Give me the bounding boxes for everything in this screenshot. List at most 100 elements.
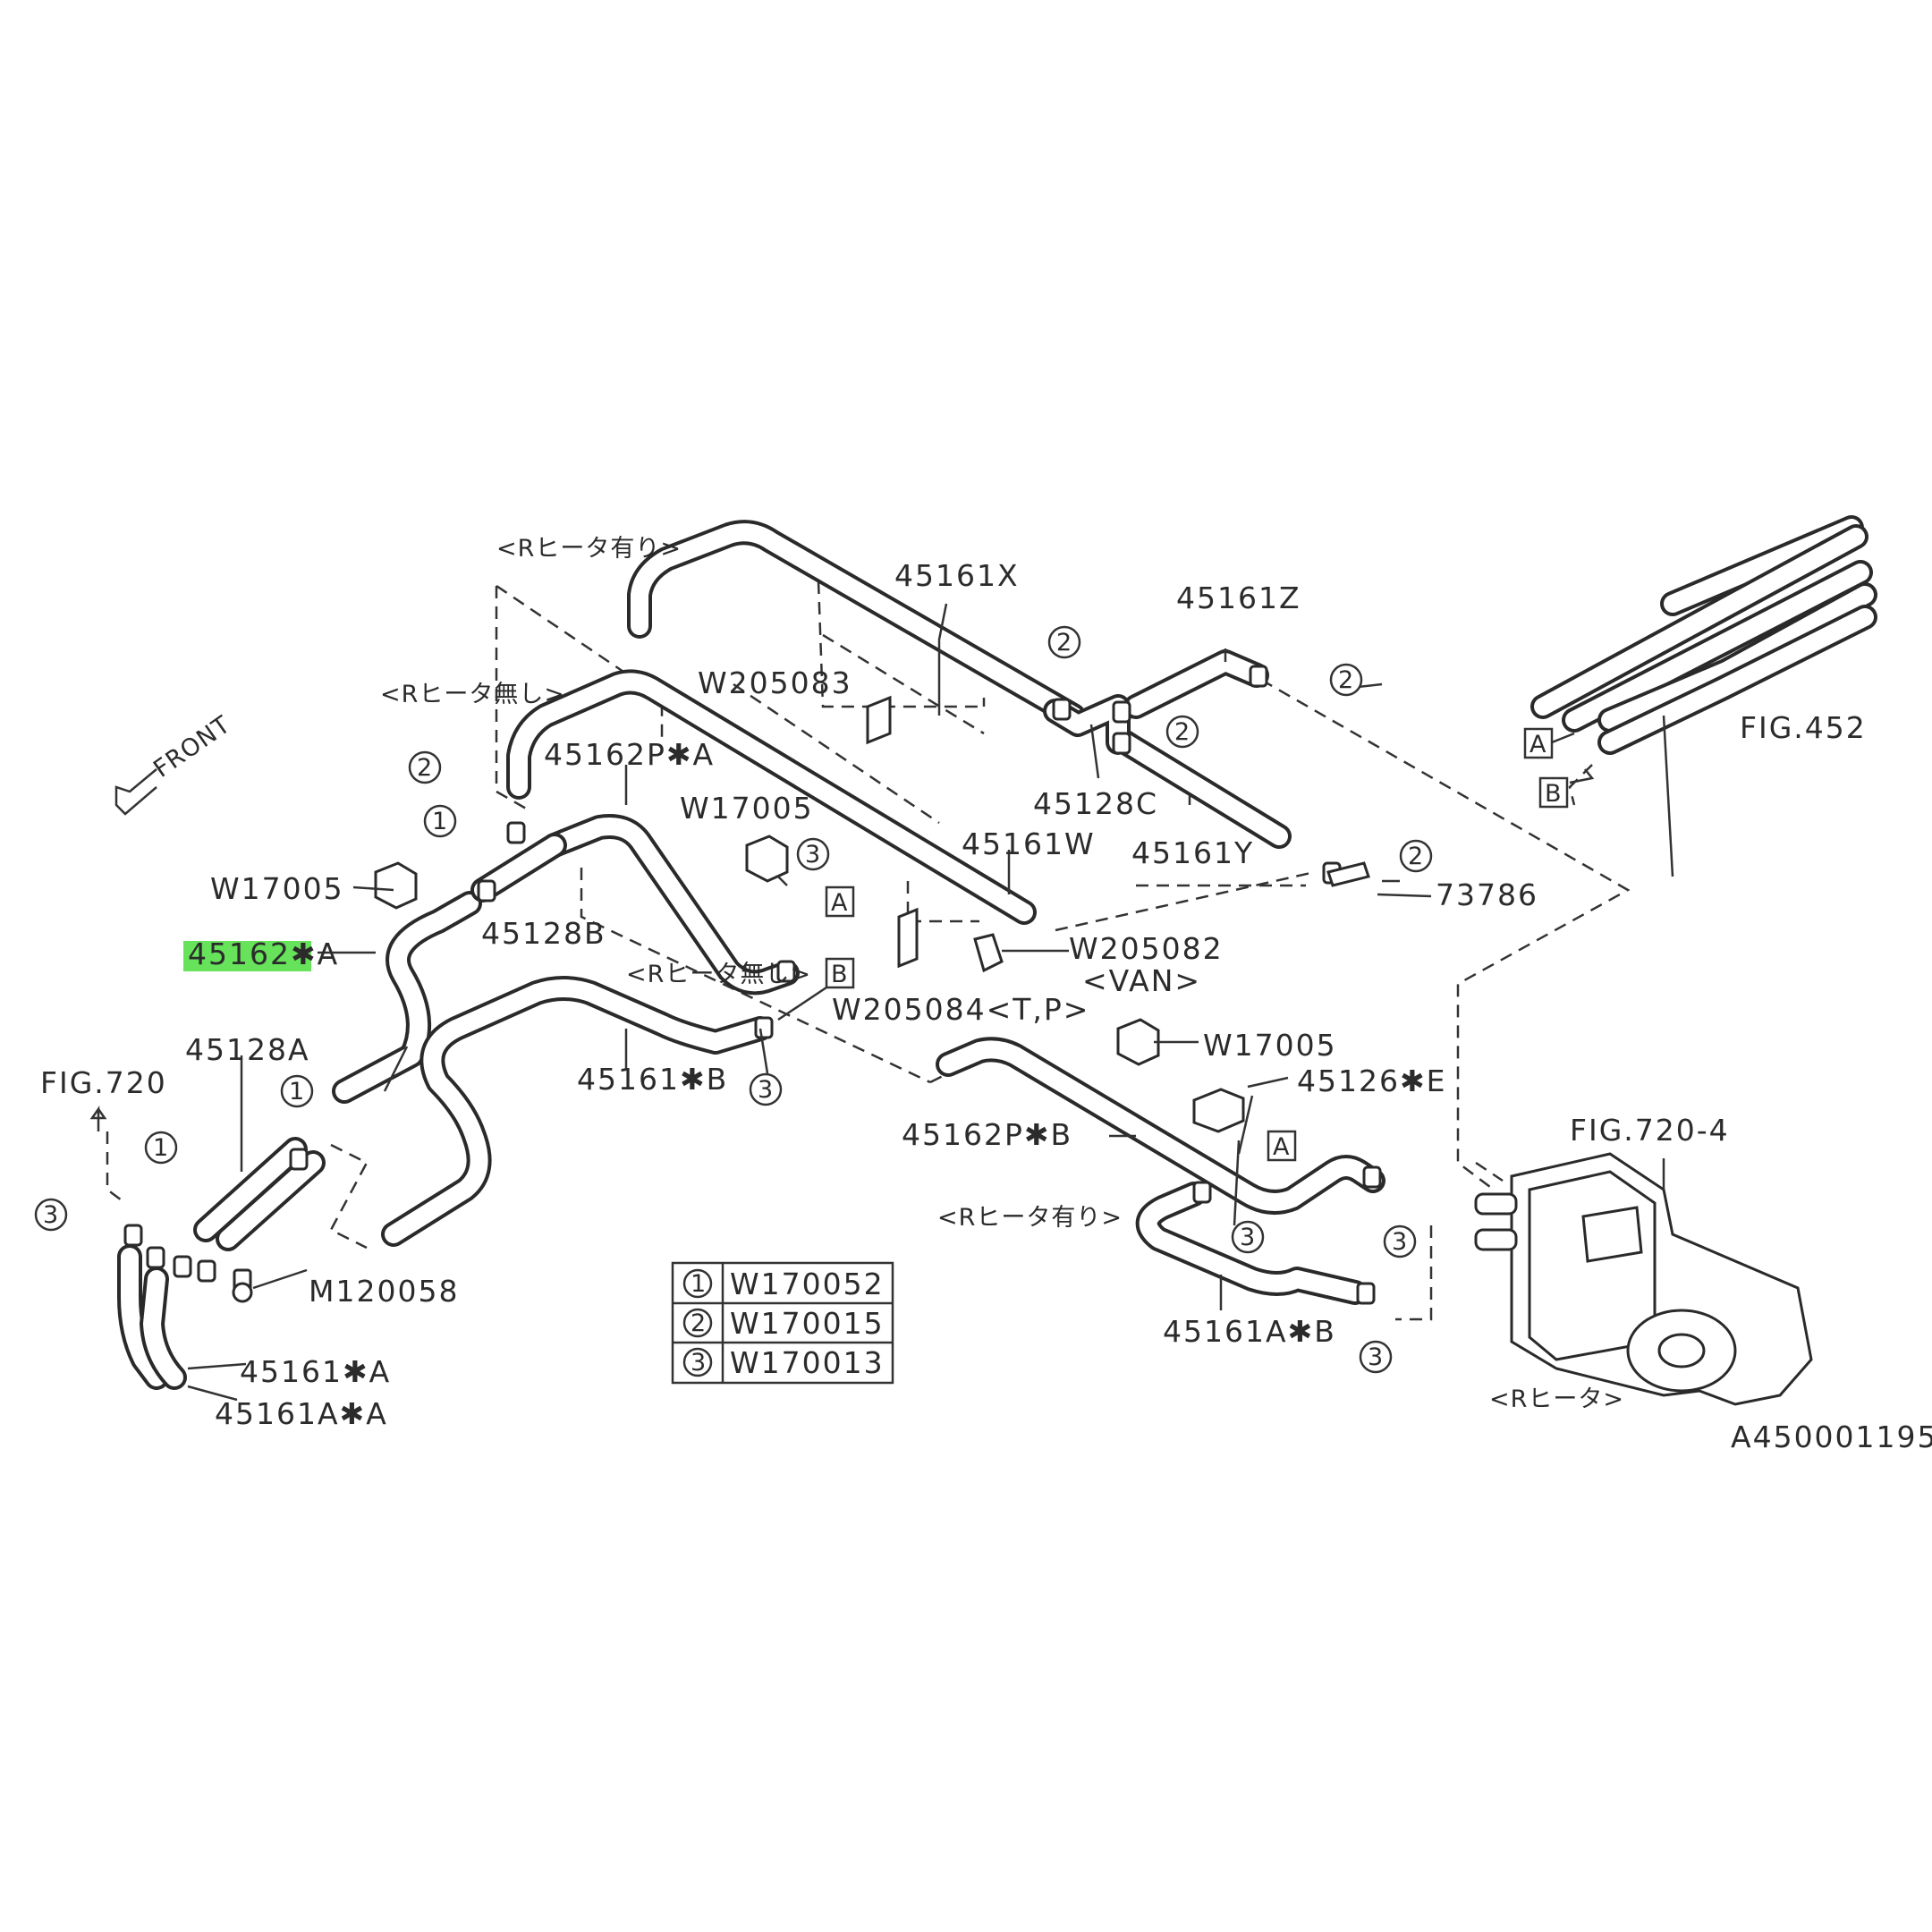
label-fig720: FIG.720 xyxy=(40,1065,167,1100)
label-45126-e: 45126✱E xyxy=(1297,1063,1446,1098)
label-45161z: 45161Z xyxy=(1176,580,1301,615)
legend-row: 2 W170015 xyxy=(682,1306,885,1341)
hose-45161a-b xyxy=(1135,1182,1368,1305)
hose-45161w xyxy=(506,669,1037,925)
svg-text:A: A xyxy=(1530,731,1546,758)
hose-45162-a xyxy=(332,891,482,1104)
label-w17005-top: W17005 xyxy=(680,791,814,826)
callout-2: 2 xyxy=(1399,839,1433,873)
label-fig720-4: FIG.720-4 xyxy=(1570,1113,1730,1148)
svg-text:W170052: W170052 xyxy=(730,1267,885,1301)
legend-row: 3 W170013 xyxy=(682,1345,885,1380)
marker-B: B xyxy=(1538,776,1569,809)
svg-text:3: 3 xyxy=(805,841,821,869)
label-45162-a: 45162✱A xyxy=(188,936,339,971)
marker-A: A xyxy=(1267,1130,1297,1162)
callout-3: 3 xyxy=(749,1072,783,1106)
label-m120058: M120058 xyxy=(309,1274,459,1309)
label-45128b: 45128B xyxy=(481,916,606,951)
front-arrow-icon: FRONT xyxy=(114,711,236,816)
callout-3: 3 xyxy=(1383,1224,1417,1258)
svg-text:2: 2 xyxy=(691,1309,707,1337)
svg-text:3: 3 xyxy=(1392,1228,1408,1256)
label-45161x: 45161X xyxy=(894,558,1020,593)
label-w205082: W205082 xyxy=(1069,931,1224,966)
svg-text:3: 3 xyxy=(691,1349,707,1377)
clips-w17005 xyxy=(374,835,1245,1133)
rear-heater-unit xyxy=(1474,1152,1813,1406)
front-label: FRONT xyxy=(148,711,235,784)
svg-text:3: 3 xyxy=(1368,1343,1384,1371)
callout-2: 2 xyxy=(1165,715,1199,749)
svg-text:2: 2 xyxy=(417,754,433,782)
label-van: <VAN> xyxy=(1082,963,1201,998)
callout-2: 2 xyxy=(408,750,442,784)
hose-45162p-a xyxy=(542,814,800,996)
callout-3: 3 xyxy=(796,837,830,871)
part-labels: <Rヒータ有り> 45161X 45161Z W205083 <Rヒータ無し> … xyxy=(40,535,1932,1454)
hose-45161y xyxy=(1106,725,1292,849)
note-rheater-without-mid: <Rヒータ無し> xyxy=(626,961,811,988)
callout-3: 3 xyxy=(34,1198,68,1232)
label-45161w: 45161W xyxy=(962,826,1096,861)
hose-45161-b xyxy=(381,976,773,1247)
svg-text:1: 1 xyxy=(289,1078,305,1106)
svg-text:B: B xyxy=(1545,780,1563,808)
clamps xyxy=(123,665,1382,1305)
highlight-45162a xyxy=(183,941,311,971)
note-rheater-without-top: <Rヒータ無し> xyxy=(380,681,565,708)
label-45128a: 45128A xyxy=(185,1032,310,1067)
callout-2: 2 xyxy=(1329,663,1363,697)
callout-3: 3 xyxy=(1231,1220,1265,1254)
box-markers: A B A A B xyxy=(825,727,1569,1162)
svg-text:W170013: W170013 xyxy=(730,1345,885,1380)
bolt-m120058 xyxy=(232,1268,253,1303)
svg-text:3: 3 xyxy=(1240,1224,1256,1251)
legend-row: 1 W170052 xyxy=(682,1267,885,1301)
leader-lines xyxy=(187,603,1674,1402)
label-45162p-b: 45162P✱B xyxy=(902,1117,1072,1152)
callout-markers: 2 2 2 2 2 1 3 3 1 1 3 3 3 3 xyxy=(34,625,1433,1374)
note-rheater-with-bottom: <Rヒータ有り> xyxy=(937,1204,1123,1232)
svg-text:2: 2 xyxy=(1408,843,1424,870)
legend-table: 1 W170052 2 W170015 3 W170013 xyxy=(671,1261,894,1385)
label-45161-b: 45161✱B xyxy=(577,1062,728,1097)
callout-1: 1 xyxy=(144,1131,178,1165)
svg-text:A: A xyxy=(831,889,848,917)
label-w17005-left: W17005 xyxy=(210,871,344,906)
callout-1: 1 xyxy=(423,804,457,838)
callout-3: 3 xyxy=(1359,1340,1393,1374)
hose-45161-a xyxy=(117,1244,187,1390)
label-45161a-b: 45161A✱B xyxy=(1163,1314,1336,1349)
diagram-id: A450001195 xyxy=(1731,1419,1932,1454)
hose-45161z xyxy=(1123,649,1269,719)
label-w205084: W205084<T,P> xyxy=(832,992,1089,1027)
svg-text:W170015: W170015 xyxy=(730,1306,885,1341)
dashed-guide-lines xyxy=(106,580,1631,1321)
label-fig452: FIG.452 xyxy=(1740,710,1867,745)
marker-A: A xyxy=(825,886,855,918)
label-w17005-right: W17005 xyxy=(1203,1028,1337,1063)
svg-text:2: 2 xyxy=(1056,629,1072,657)
label-45161a-a: 45161A✱A xyxy=(215,1396,388,1431)
svg-text:B: B xyxy=(831,961,849,988)
svg-text:2: 2 xyxy=(1174,718,1191,746)
callout-1: 1 xyxy=(280,1074,314,1108)
note-rheater: <Rヒータ> xyxy=(1489,1385,1624,1413)
clips-w205 xyxy=(866,695,1370,973)
up-arrow-icon xyxy=(89,1106,107,1131)
svg-text:1: 1 xyxy=(691,1270,707,1298)
hose-fig452-bundle xyxy=(1530,515,1877,755)
marker-B: B xyxy=(825,957,855,989)
label-45162p-a: 45162P✱A xyxy=(544,737,715,772)
hose-45162p-b xyxy=(936,1037,1385,1215)
label-45161-a: 45161✱A xyxy=(240,1354,391,1389)
svg-text:1: 1 xyxy=(432,808,448,835)
label-45161y: 45161Y xyxy=(1131,835,1254,870)
label-45128c: 45128C xyxy=(1033,786,1158,821)
hose-45161x xyxy=(627,520,1086,728)
label-w205083: W205083 xyxy=(698,665,852,700)
callout-2: 2 xyxy=(1047,625,1081,659)
svg-text:3: 3 xyxy=(758,1076,774,1104)
